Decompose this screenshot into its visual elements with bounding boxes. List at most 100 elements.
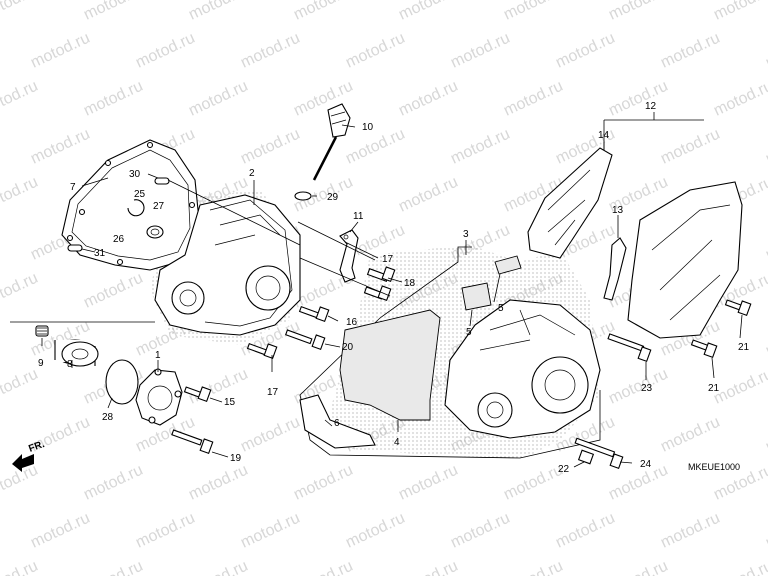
watermark-text: motod.ru: [553, 510, 617, 552]
callout-10: 10: [362, 122, 374, 133]
watermark-text: motod.ru: [0, 174, 41, 216]
watermark-text: motod.ru: [28, 126, 92, 168]
watermark-text: motod.ru: [396, 462, 460, 504]
watermark-text: motod.ru: [711, 366, 768, 408]
watermark-text: motod.ru: [501, 558, 565, 576]
cover-part-14: [527, 147, 613, 259]
callout-5-b: 5: [466, 327, 472, 338]
watermark-text: motod.ru: [763, 222, 768, 264]
callout-labels: 1 2 3 4 5 5 6 7 8 9 10 11 12 13 14 15 16…: [38, 101, 750, 475]
callout-23: 23: [641, 383, 653, 394]
o-ring-part-29: [294, 191, 312, 201]
watermark-text: motod.ru: [28, 510, 92, 552]
watermark-text: motod.ru: [186, 78, 250, 120]
callout-14: 14: [598, 130, 610, 141]
watermark-text: motod.ru: [501, 0, 565, 24]
leader-lines: [10, 124, 743, 468]
callout-25: 25: [134, 189, 146, 200]
callout-1: 1: [155, 350, 161, 361]
watermark-text: motod.ru: [81, 462, 145, 504]
watermark-text: motod.ru: [606, 78, 670, 120]
callout-22: 22: [558, 464, 570, 475]
watermark-text: motod.ru: [81, 270, 145, 312]
watermark-text: motod.ru: [448, 510, 512, 552]
callout-7: 7: [70, 182, 76, 193]
watermark-text: motod.ru: [711, 558, 768, 576]
dipstick-rod: [312, 136, 338, 181]
watermark-text: motod.ru: [763, 414, 768, 456]
watermark-text: motod.ru: [238, 510, 302, 552]
bolts-left: [171, 266, 396, 455]
watermark-text: motod.ru: [343, 126, 407, 168]
watermark-text: motod.ru: [28, 30, 92, 72]
oil-seal-part-27: [146, 225, 164, 239]
callout-17-a: 17: [382, 254, 394, 265]
watermark-text: motod.ru: [606, 0, 670, 24]
callout-24: 24: [640, 459, 652, 470]
gasket-inner-edge: [71, 149, 191, 261]
callout-27: 27: [153, 201, 165, 212]
watermark-text: motod.ru: [396, 0, 460, 24]
plate-part-6: [299, 394, 376, 449]
watermark-text: motod.ru: [133, 30, 197, 72]
cover-left-boss: [171, 281, 205, 315]
inner-cover-part-4: [339, 309, 441, 421]
watermark-text: motod.ru: [763, 126, 768, 168]
shroud-part-12: [627, 181, 743, 339]
callout-28: 28: [102, 412, 114, 423]
o-ring-part-28: [105, 359, 139, 405]
watermark-text: motod.ru: [0, 0, 41, 24]
callout-9: 9: [38, 358, 44, 369]
watermark-text: motod.ru: [396, 558, 460, 576]
cover-round-boss: [245, 265, 291, 311]
dipstick-cap-part-10: [327, 103, 351, 138]
front-marker-label: FR.: [27, 439, 46, 455]
callout-20: 20: [342, 342, 354, 353]
pad-part-5-upper: [494, 255, 522, 275]
watermark-text: motod.ru: [238, 126, 302, 168]
watermark-text: motod.ru: [133, 510, 197, 552]
callout-13: 13: [612, 205, 624, 216]
dowel-pin-part-31: [67, 244, 83, 252]
callout-4: 4: [394, 437, 400, 448]
callout-11: 11: [353, 211, 364, 222]
callout-2: 2: [249, 168, 255, 179]
oil-filter-part-8: [54, 339, 99, 367]
callout-31: 31: [94, 248, 106, 259]
watermark-text: motod.ru: [81, 78, 145, 120]
watermark-text: motod.ru: [658, 414, 722, 456]
callout-8: 8: [67, 359, 73, 370]
watermark-text: motod.ru: [81, 558, 145, 576]
watermark-text: motod.ru: [343, 510, 407, 552]
watermark-text: motod.ru: [291, 0, 355, 24]
watermark-text: motod.ru: [658, 30, 722, 72]
watermark-text: motod.ru: [658, 126, 722, 168]
callout-30: 30: [129, 169, 141, 180]
watermark-text: motod.ru: [763, 318, 768, 360]
front-arrow-icon: FR.: [12, 439, 46, 472]
watermark-text: motod.ru: [606, 366, 670, 408]
watermark-text: motod.ru: [711, 0, 768, 24]
callout-15: 15: [224, 397, 236, 408]
callout-16: 16: [346, 317, 358, 328]
watermark-text: motod.ru: [186, 558, 250, 576]
watermark-text: motod.ru: [448, 30, 512, 72]
watermark-text: motod.ru: [448, 126, 512, 168]
watermark-text: motod.ru: [658, 510, 722, 552]
callout-6: 6: [334, 418, 340, 429]
watermark-text: motod.ru: [501, 462, 565, 504]
callout-21-a: 21: [738, 342, 750, 353]
watermark-text: motod.ru: [763, 510, 768, 552]
watermark-text: motod.ru: [0, 366, 41, 408]
watermark-text: motod.ru: [396, 78, 460, 120]
watermark-text: motod.ru: [0, 78, 41, 120]
callout-5-a: 5: [498, 303, 504, 314]
watermark-text: motod.ru: [186, 0, 250, 24]
watermark-text: motod.ru: [763, 30, 768, 72]
watermark-text: motod.ru: [291, 462, 355, 504]
bracket-part-13: [603, 237, 627, 301]
callout-19: 19: [230, 453, 242, 464]
spring-part-9: [35, 325, 49, 337]
